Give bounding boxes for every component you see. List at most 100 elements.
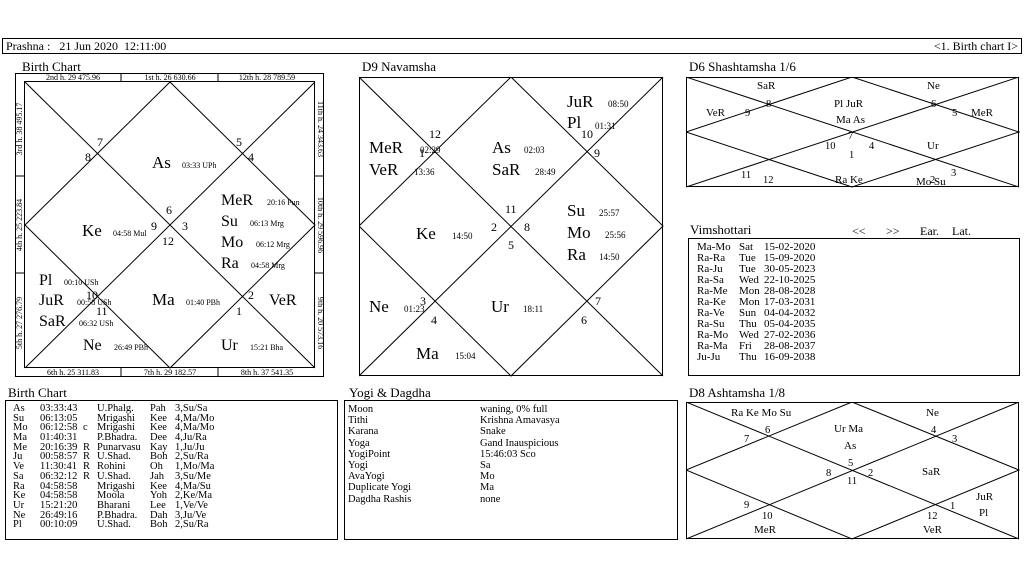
yogi-key: Yoga xyxy=(348,437,370,449)
yogi-value: waning, 0% full xyxy=(480,404,548,415)
house-11-label: 11th h. 24 343.63 xyxy=(316,101,325,157)
yogi-value: none xyxy=(480,493,501,505)
dasha-weekday: Sun xyxy=(739,307,757,319)
house-3-label: 3rd h. 38 495.17 xyxy=(15,103,24,156)
d9-planet-ur: Ur xyxy=(491,297,509,316)
earlier-button[interactable]: Ear. xyxy=(920,224,939,238)
d6-shashtamsha-chart[interactable]: SaR Ne VeR Pl JuR Ma As MeR Ur Ra Ke Mo … xyxy=(686,77,1020,188)
dasha-period: Ra-Ve xyxy=(697,307,725,319)
sign-number: 1 xyxy=(950,501,955,512)
pada-lords: 4,Ma/Mo xyxy=(175,412,215,424)
pada-lords: 2,Ke/Ma xyxy=(175,490,213,502)
sign-number: 2 xyxy=(868,468,873,479)
planet-code: Me xyxy=(13,441,27,453)
d8-label-sar: SaR xyxy=(922,466,941,478)
planet-jur: JuR xyxy=(39,292,64,309)
planet-degree: 15:21:20 xyxy=(40,499,78,511)
yogi-key: Moon xyxy=(348,404,374,415)
birth-chart[interactable]: 2nd h. 29 475.96 1st h. 26 630.66 12th h… xyxy=(15,73,325,378)
planet-ver: VeR xyxy=(269,292,297,309)
planet-code: Ne xyxy=(13,509,26,521)
d6-label-ne: Ne xyxy=(927,80,940,92)
nakshatra: U.Shad. xyxy=(97,519,131,531)
sign-number: 1 xyxy=(419,146,425,160)
sign-number: 11 xyxy=(505,202,517,216)
planet-mo: Mo xyxy=(221,234,243,251)
dasha-weekday: Tue xyxy=(739,263,756,275)
d9-navamsha-chart[interactable]: 12 1 10 9 11 2 8 5 3 4 7 6 JuR 08:50 Pl … xyxy=(359,77,664,377)
planet-degree: 26:49:16 xyxy=(40,509,78,521)
house-10-label: 10th h. 29 596.96 xyxy=(316,197,325,253)
d9-planet-sar-degree: 28:49 xyxy=(535,167,556,177)
dasha-date: 27-02-2036 xyxy=(764,329,816,341)
dasha-weekday: Thu xyxy=(739,351,757,363)
d8-title: D8 Ashtamsha 1/8 xyxy=(689,385,786,400)
sign-number: 6 xyxy=(581,313,587,327)
pada-lords: 4,Ma/Mo xyxy=(175,422,215,434)
nakshatra: Mrigashi xyxy=(97,480,135,492)
house-1-label: 1st h. 26 630.66 xyxy=(144,73,195,82)
chart-selector-link[interactable]: <1. Birth chart I> xyxy=(933,39,1018,53)
nakshatra: Punarvasu xyxy=(97,441,141,453)
dasha-date: 22-10-2025 xyxy=(764,274,816,286)
later-button[interactable]: Lat. xyxy=(952,224,971,238)
sign-number: 10 xyxy=(825,141,836,152)
nakshatra-lord-syllable: Lee xyxy=(150,499,166,511)
nakshatra-lord-syllable: Dee xyxy=(150,432,167,444)
planet-sar: SaR xyxy=(39,313,66,330)
dasha-period: Ra-Ju xyxy=(697,263,723,275)
sign-number: 11 xyxy=(96,304,108,318)
house-2-label: 2nd h. 29 475.96 xyxy=(46,73,100,82)
nakshatra-lord-syllable: Yoh xyxy=(150,490,168,502)
nakshatra-lord-syllable: Dah xyxy=(150,509,168,521)
d8-ashtamsha-chart[interactable]: Ra Ke Mo Su Ne Ur Ma As SaR JuR Pl MeR V… xyxy=(686,402,1020,540)
nakshatra: U.Phalg. xyxy=(97,403,134,414)
planet-degree: 03:33:43 xyxy=(40,403,78,414)
d9-planet-ne-degree: 01:23 xyxy=(404,304,425,314)
dasha-weekday: Mon xyxy=(739,296,760,308)
dasha-date: 28-08-2028 xyxy=(764,285,816,297)
planet-as-degree: 03:33 UPh xyxy=(182,161,216,170)
d9-planet-pl-degree: 01:31 xyxy=(595,121,616,131)
dasha-date: 15-02-2020 xyxy=(764,241,816,253)
previous-period-button[interactable]: << xyxy=(852,224,866,238)
d9-planet-mo: Mo xyxy=(567,223,591,242)
nakshatra: Rohini xyxy=(97,461,126,473)
sign-number: 3 xyxy=(182,219,188,233)
planet-ne: Ne xyxy=(83,337,102,354)
planet-degree: 00:58:57 xyxy=(40,451,78,463)
d6-label-ur: Ur xyxy=(927,140,939,152)
d8-label-mer: MeR xyxy=(754,524,777,536)
d6-title: D6 Shashtamsha 1/6 xyxy=(689,59,796,74)
sign-number: 7 xyxy=(744,434,749,445)
yogi-key: AvaYogi xyxy=(348,471,385,483)
dasha-period: Ra-Mo xyxy=(697,329,729,341)
dasha-date: 28-08-2037 xyxy=(764,340,816,352)
d9-planet-ver: VeR xyxy=(369,160,399,179)
nakshatra: Bharani xyxy=(97,499,131,511)
d9-planet-mer: MeR xyxy=(369,138,404,157)
next-period-button[interactable]: >> xyxy=(886,224,900,238)
yogi-value: Sa xyxy=(480,459,491,471)
dasha-weekday: Thu xyxy=(739,318,757,330)
sign-number: 11 xyxy=(847,476,857,487)
planet-degree: 06:13:05 xyxy=(40,412,78,424)
planet-degree: 00:10:09 xyxy=(40,519,78,531)
sign-number: 7 xyxy=(595,294,601,308)
d9-planet-jur-degree: 08:50 xyxy=(608,99,629,109)
